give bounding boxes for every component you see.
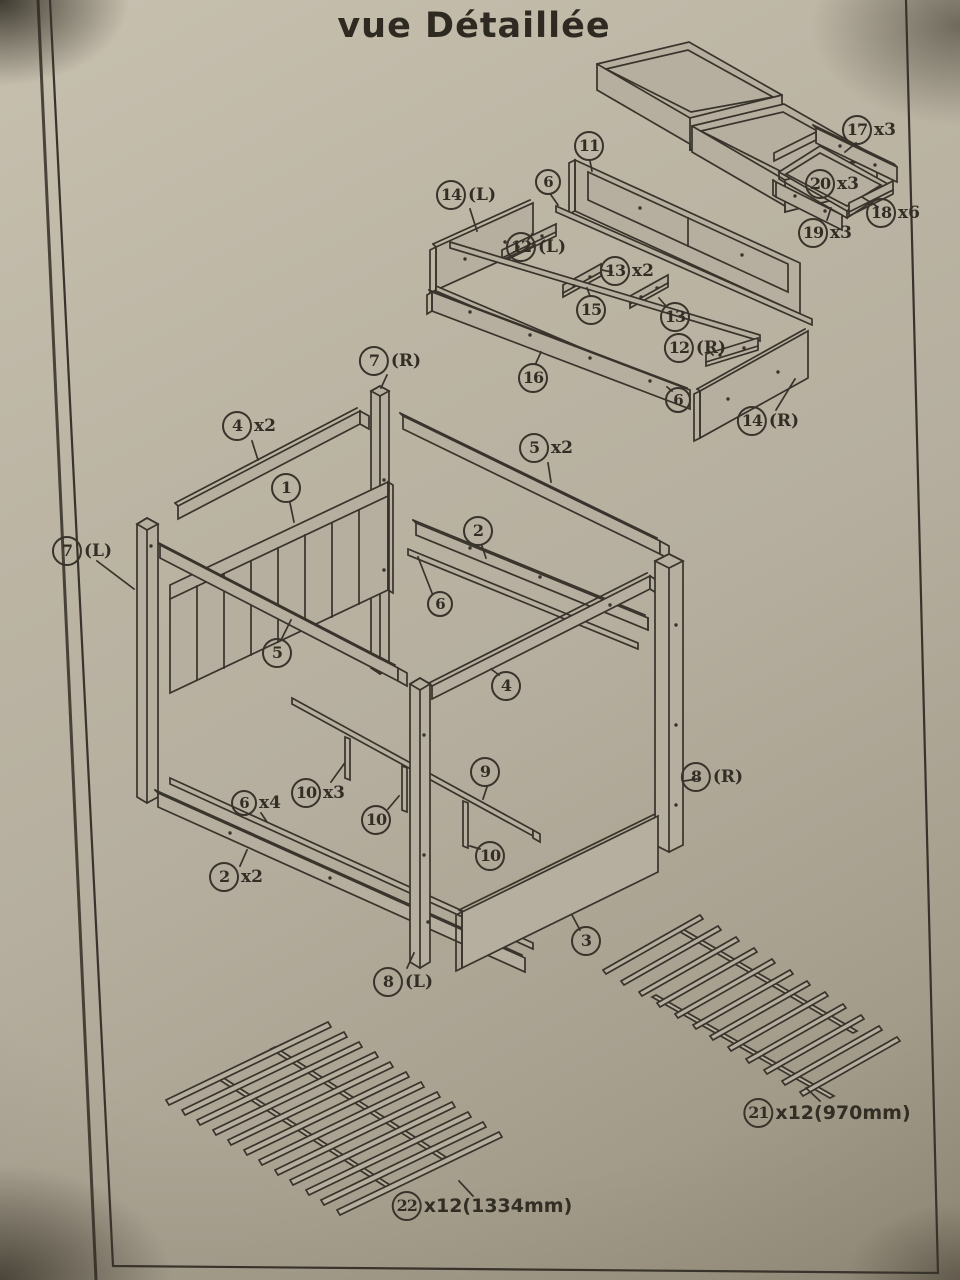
dowel-10-c [463, 801, 468, 848]
rail-4-single [429, 573, 658, 699]
rail-4-pair [175, 408, 369, 519]
side-panel-14R [694, 329, 808, 441]
post-8L [410, 678, 430, 968]
label-10-b: 10 [361, 805, 393, 835]
page-title: vue Détaillée [337, 6, 611, 46]
label-7R: 7(R) [358, 346, 421, 376]
label-1: 1 [271, 473, 303, 503]
label-13: 13 [660, 302, 692, 332]
label-14L: 14(L) [435, 180, 496, 210]
label-12L: 12(L) [505, 232, 566, 262]
dowel-10-b [402, 766, 407, 812]
label-8L: 8(L) [372, 967, 433, 997]
label-15: 15 [576, 295, 608, 325]
slat-bundle-22 [166, 1022, 502, 1215]
drawer-front-19 [776, 182, 842, 230]
post-7L [137, 518, 158, 803]
footboard-3 [456, 814, 658, 971]
label-10-c: 10 [475, 841, 507, 871]
label-16: 16 [518, 363, 550, 393]
rail-16-group [427, 286, 690, 409]
page-border [38, 0, 938, 1280]
board-16 [432, 292, 690, 409]
label-9: 9 [470, 757, 502, 787]
label-4: 4 [491, 671, 523, 701]
label-6-rail: 6 [665, 387, 693, 413]
label-8R: 8(R) [680, 762, 743, 792]
label-12R: 12(R) [663, 333, 726, 363]
post-8R [655, 554, 683, 852]
label-5: 5 [262, 638, 294, 668]
slat-bundle-21 [603, 915, 900, 1098]
rail-5-pair [400, 413, 669, 559]
dowel-10-a [345, 737, 350, 780]
label-11: 11 [574, 131, 606, 161]
label-7L: 7(L) [51, 536, 112, 566]
rail-2-single [413, 520, 648, 630]
drawer-side-18b [774, 132, 816, 161]
label-2: 2 [463, 516, 495, 546]
label-14R: 14(R) [736, 406, 799, 436]
rail-2-x2 [155, 790, 525, 972]
label-6-top: 6 [535, 169, 563, 195]
label-3: 3 [571, 926, 603, 956]
label-6-mid: 6 [427, 591, 455, 617]
rail-6-top [556, 206, 812, 325]
